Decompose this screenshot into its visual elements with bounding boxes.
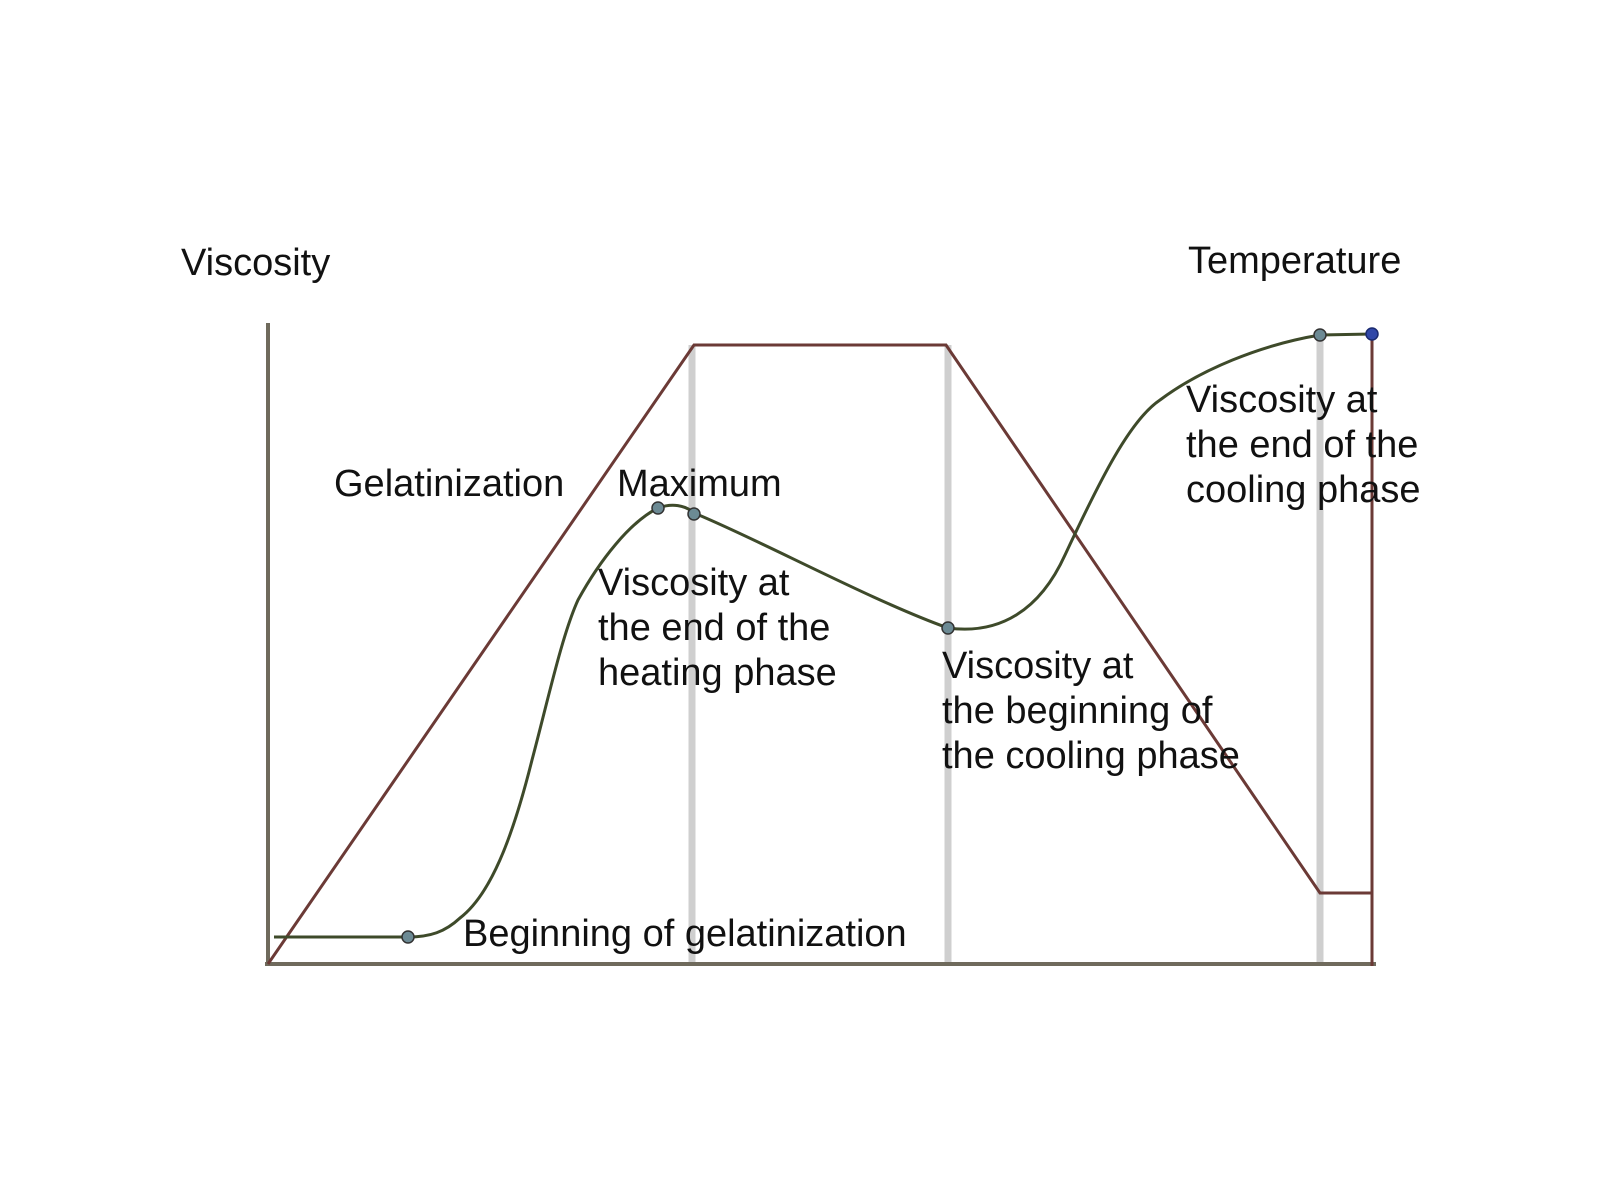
label-gelatinization: Gelatinization (334, 463, 564, 505)
label-viscosity-axis: Viscosity (181, 242, 330, 284)
label-end-of-cooling-line: the end of the (1186, 424, 1418, 466)
label-temperature-axis: Temperature (1188, 240, 1401, 282)
label-beginning-of-cooling-line: Viscosity at (942, 645, 1134, 687)
label-beginning-of-gelatinization: Beginning of gelatinization (463, 913, 907, 955)
label-maximum: Maximum (617, 463, 782, 505)
marker-beginning-of-cooling (941, 621, 955, 635)
label-end-of-heating-line: heating phase (598, 652, 837, 694)
label-beginning-of-cooling-line: the beginning of (942, 690, 1213, 732)
temperature-curve (266, 343, 1372, 965)
label-end-of-cooling-line: Viscosity at (1186, 379, 1378, 421)
label-beginning-of-cooling: Viscosity at the beginning of the coolin… (942, 645, 1240, 777)
marker-maximum (651, 501, 665, 515)
marker-end-of-heating (687, 507, 701, 521)
label-end-of-heating: Viscosity at the end of the heating phas… (598, 562, 841, 694)
label-end-of-heating-line: the end of the (598, 607, 830, 649)
label-end-of-cooling: Viscosity at the end of the cooling phas… (1186, 379, 1429, 511)
label-end-of-cooling-line: cooling phase (1186, 469, 1421, 511)
label-beginning-of-cooling-line: the cooling phase (942, 735, 1240, 777)
marker-final (1365, 327, 1379, 341)
marker-beginning-of-gelatinization (401, 930, 415, 944)
curve-markers (401, 327, 1379, 944)
marker-end-of-cooling (1313, 328, 1327, 342)
labels: Viscosity Temperature Gelatinization Max… (181, 240, 1429, 955)
label-end-of-heating-line: Viscosity at (598, 562, 790, 604)
phase-separators (688, 335, 1324, 962)
axes (265, 323, 1376, 966)
